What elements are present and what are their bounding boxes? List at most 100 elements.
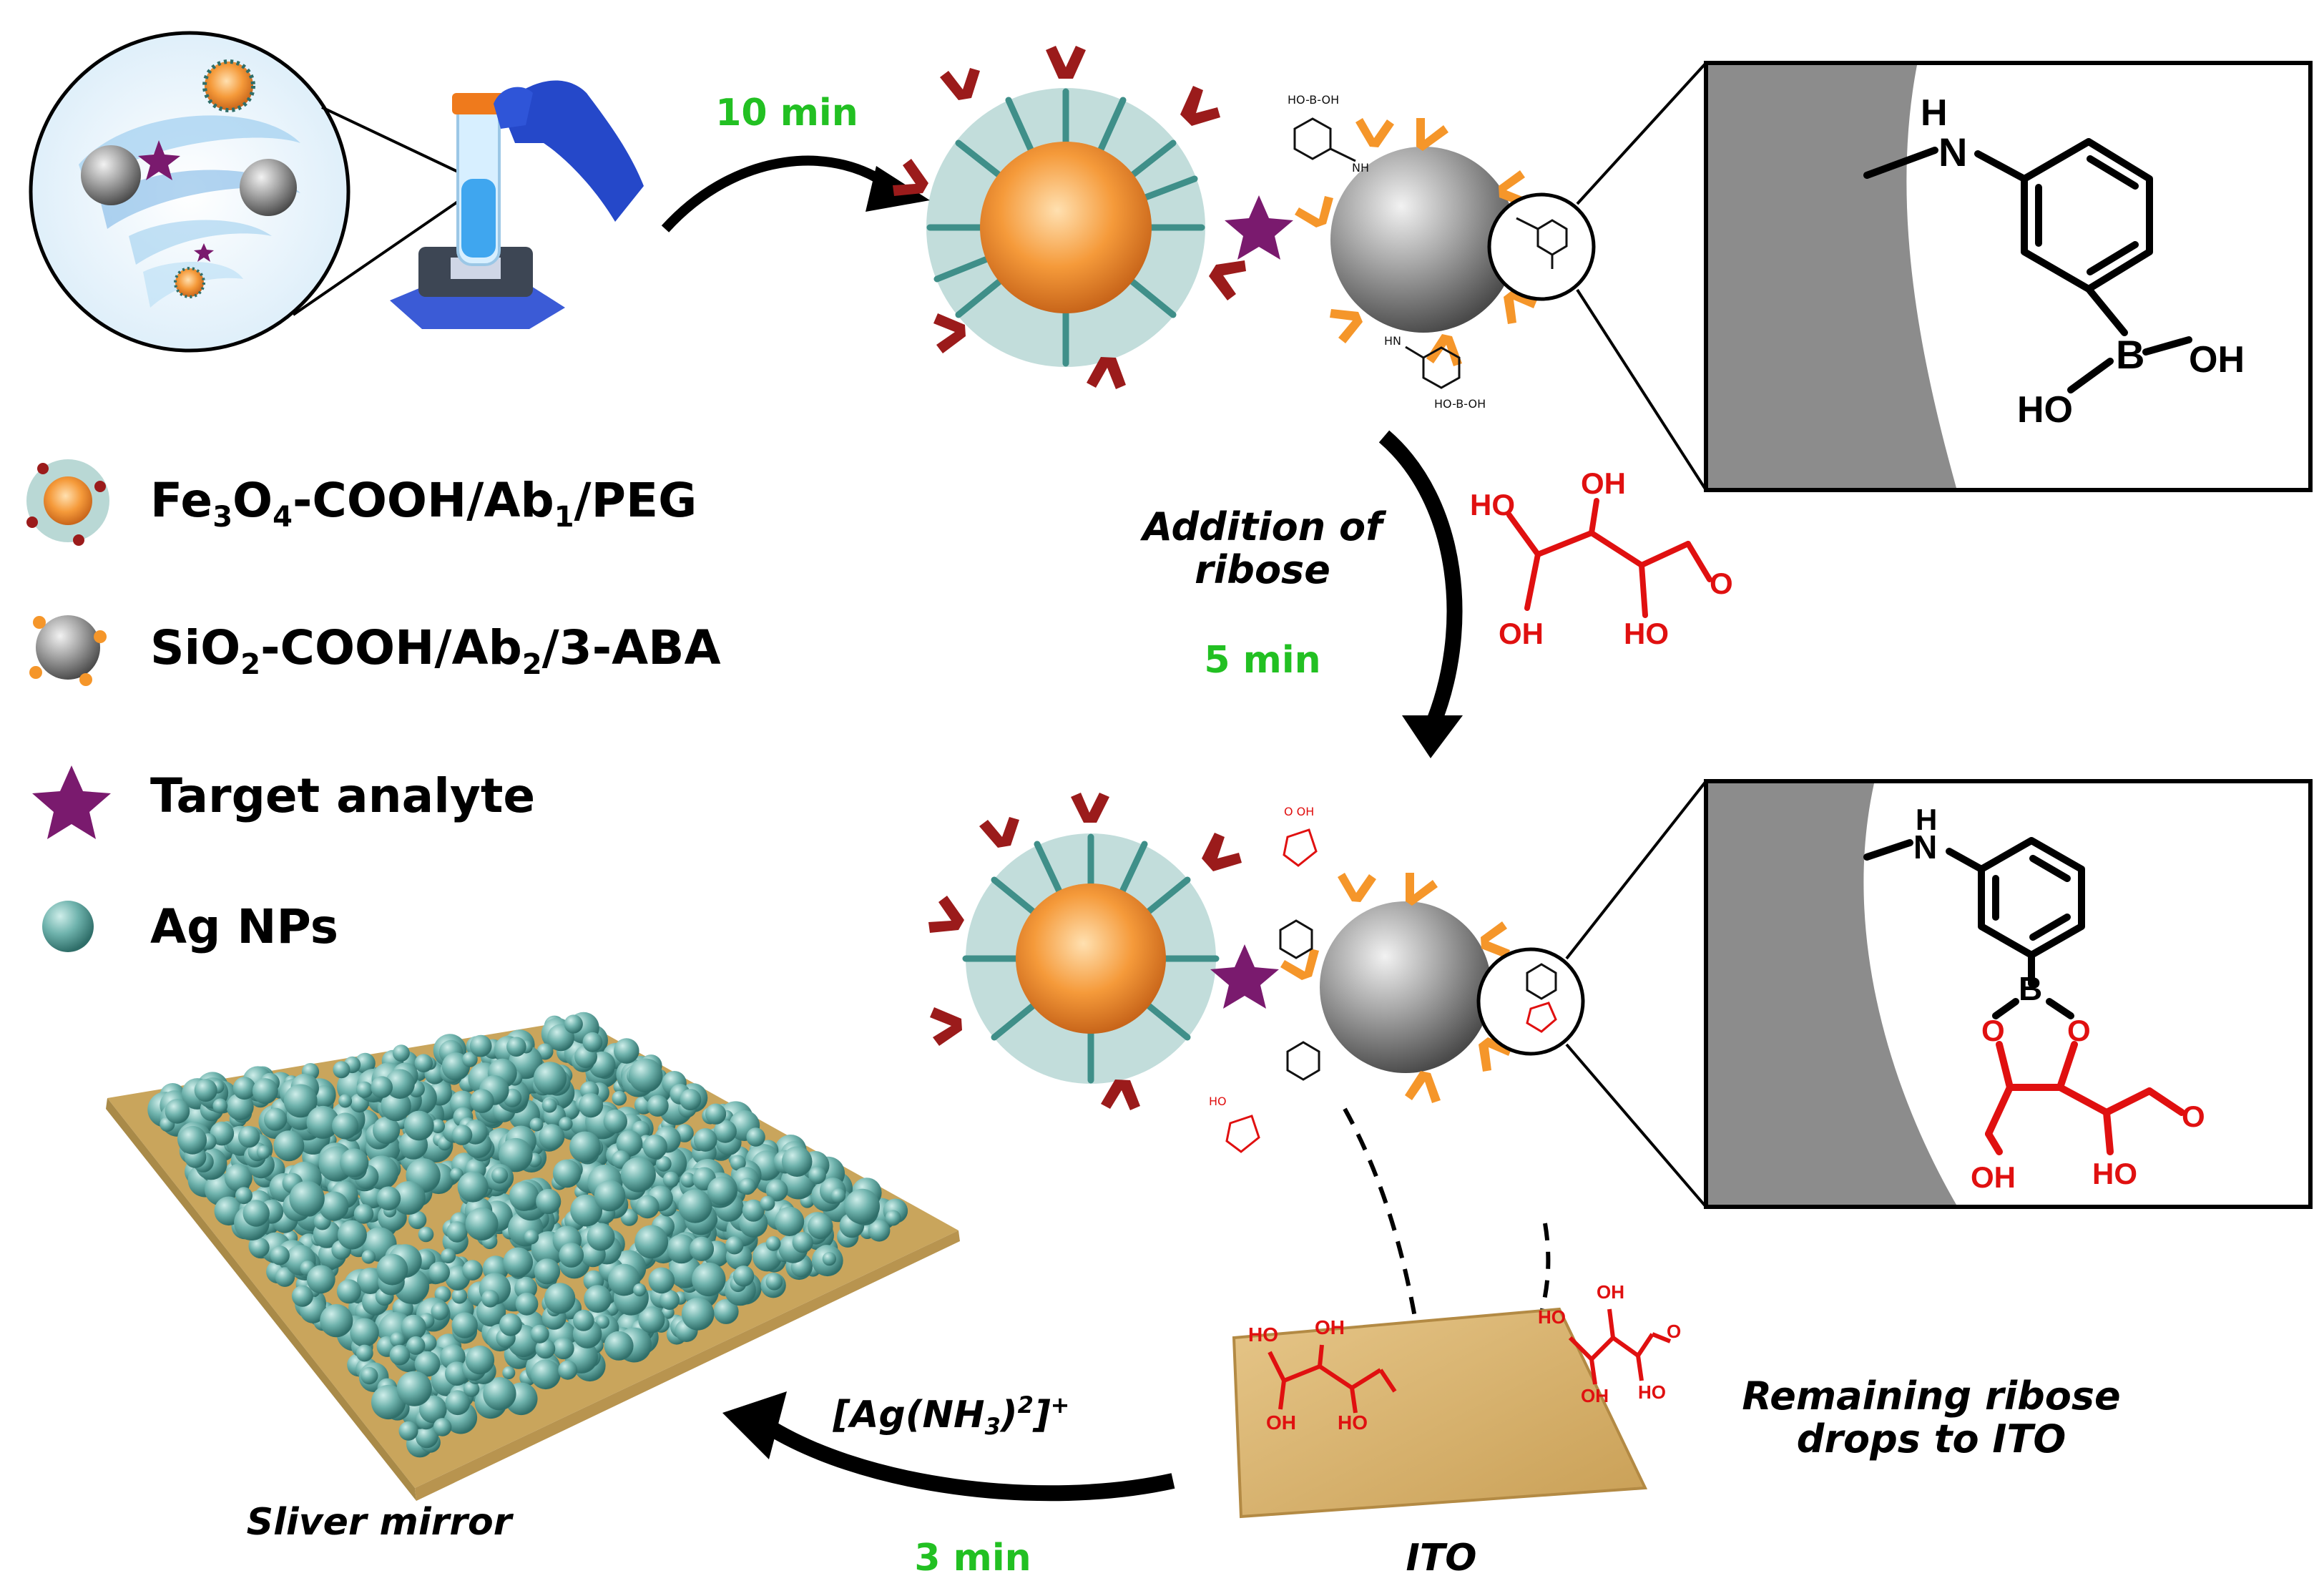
ag-nanoparticle [713, 1298, 739, 1324]
ag-nanoparticle [340, 1148, 369, 1178]
step1-time: 10 min [715, 92, 858, 134]
svg-text:HO: HO [1209, 1095, 1227, 1108]
svg-text:HO: HO [1638, 1381, 1666, 1403]
ag-nanoparticle [463, 1381, 480, 1397]
ag-nanoparticle [419, 1395, 447, 1424]
vortex-inset [29, 31, 350, 353]
ag-nanoparticle [604, 1331, 634, 1361]
ag-nanoparticle [376, 1253, 408, 1286]
ag-nanoparticle [408, 1210, 427, 1230]
step3-time: 3 min [914, 1537, 1031, 1580]
svg-text:OH: OH [1266, 1411, 1296, 1434]
ag-nanoparticle [614, 1038, 639, 1064]
ag-nanoparticle [570, 1194, 603, 1227]
svg-text:H: H [1921, 92, 1948, 134]
ag-nanoparticle [868, 1220, 891, 1242]
remaining-caption-line2: drops to ITO [1797, 1416, 2066, 1462]
ag-nanoparticle [275, 1267, 295, 1287]
ag-nanoparticle [844, 1188, 881, 1225]
ag-nanoparticle [178, 1125, 207, 1155]
ag-nanoparticle [398, 1421, 418, 1441]
ag-nanoparticle [529, 1117, 544, 1132]
ag-nanoparticle [283, 1084, 318, 1118]
ag-nanoparticle [470, 1089, 494, 1113]
ag-nanoparticle [573, 1310, 594, 1331]
agnp-field [147, 1012, 908, 1458]
step2-label-line1: Addition of [1139, 504, 1387, 549]
svg-text:OH: OH [1971, 1160, 2016, 1194]
zoom-circle-top [1487, 192, 1596, 301]
ag-nanoparticle [647, 1095, 669, 1117]
ag-nanoparticle [544, 1283, 576, 1314]
ag-nanoparticle [446, 1221, 468, 1243]
ag-nanoparticle [506, 1037, 526, 1057]
ag-nanoparticle [530, 1324, 549, 1343]
ag-nanoparticle [462, 1260, 483, 1281]
ag-nanoparticle [385, 1069, 415, 1099]
ag-nanoparticle [431, 1302, 449, 1321]
legend-agnp-icon [42, 901, 94, 952]
ag-nanoparticle [414, 1351, 441, 1377]
svg-text:B: B [2019, 970, 2042, 1007]
step2-arrow [1378, 430, 1463, 733]
legend-fe3o4-label: Fe3O4-COOH/Ab1/PEG [150, 473, 697, 534]
ag-nanoparticle [693, 1128, 717, 1152]
ag-nanoparticle [462, 1052, 478, 1067]
svg-text:HO: HO [1248, 1323, 1278, 1346]
ag-nanoparticle [531, 1359, 561, 1390]
ag-nanoparticle [713, 1120, 737, 1143]
svg-text:O: O [1667, 1321, 1681, 1342]
ag-nanoparticle [431, 1119, 445, 1134]
ag-nanoparticle [355, 1052, 376, 1074]
ag-nanoparticle [739, 1178, 756, 1195]
ag-nanoparticle [414, 1054, 433, 1072]
ag-nanoparticle [450, 1167, 464, 1181]
ag-nanoparticle [705, 1103, 727, 1125]
ag-nanoparticle [401, 1314, 426, 1341]
ag-nanoparticle [808, 1213, 833, 1240]
ag-nanoparticle [633, 1283, 647, 1297]
ag-nanoparticle [373, 1116, 401, 1145]
ag-nanoparticle [337, 1220, 367, 1250]
ag-nanoparticle [418, 1226, 434, 1243]
svg-text:O: O [2182, 1100, 2205, 1133]
ag-nanoparticle [689, 1236, 715, 1261]
svg-text:HN: HN [1384, 334, 1401, 348]
ag-nanoparticle [371, 1384, 406, 1420]
ag-nanoparticle [465, 1208, 499, 1240]
ag-nanoparticle [165, 1099, 190, 1124]
ag-nanoparticle [502, 1366, 516, 1379]
svg-text:HO: HO [1470, 488, 1515, 522]
ag-nanoparticle [391, 1181, 426, 1215]
ag-nanoparticle [515, 1292, 539, 1316]
remaining-caption-line1: Remaining ribose [1742, 1374, 2120, 1419]
svg-text:HO: HO [1624, 617, 1669, 650]
ag-nanoparticle [235, 1187, 252, 1205]
zoom-line-top [321, 106, 459, 173]
svg-text:OH: OH [1581, 1385, 1609, 1406]
svg-text:OH: OH [1597, 1281, 1624, 1303]
ag-nanoparticle [594, 1180, 626, 1212]
ag-nanoparticle [225, 1163, 252, 1192]
svg-text:HO-B-OH: HO-B-OH [1434, 397, 1486, 411]
svg-text:H: H [1916, 803, 1937, 836]
ag-nanoparticle [491, 1167, 509, 1184]
ag-nanoparticle [483, 1377, 516, 1411]
ag-nanoparticle [564, 1014, 583, 1034]
ag-nanoparticle [469, 1034, 492, 1057]
ag-nanoparticle [336, 1279, 361, 1304]
ag-nanoparticle [415, 1425, 438, 1449]
ag-nanoparticle [634, 1225, 669, 1259]
vortex-mixer-with-tube [390, 80, 644, 329]
step3-arrow [753, 1413, 1175, 1502]
svg-text:O: O [1710, 567, 1733, 600]
ag-nanoparticle [252, 1078, 278, 1105]
ag-nanoparticle [558, 1360, 578, 1380]
ag-nanoparticle [389, 1344, 411, 1366]
svg-text:O: O [2067, 1014, 2091, 1047]
legend-fe3o4-icon [26, 459, 109, 546]
ag-nanoparticle [534, 1258, 561, 1285]
ag-nanoparticle [648, 1267, 675, 1294]
ag-nanoparticle [587, 1223, 615, 1251]
ag-nanoparticle [596, 1315, 609, 1329]
